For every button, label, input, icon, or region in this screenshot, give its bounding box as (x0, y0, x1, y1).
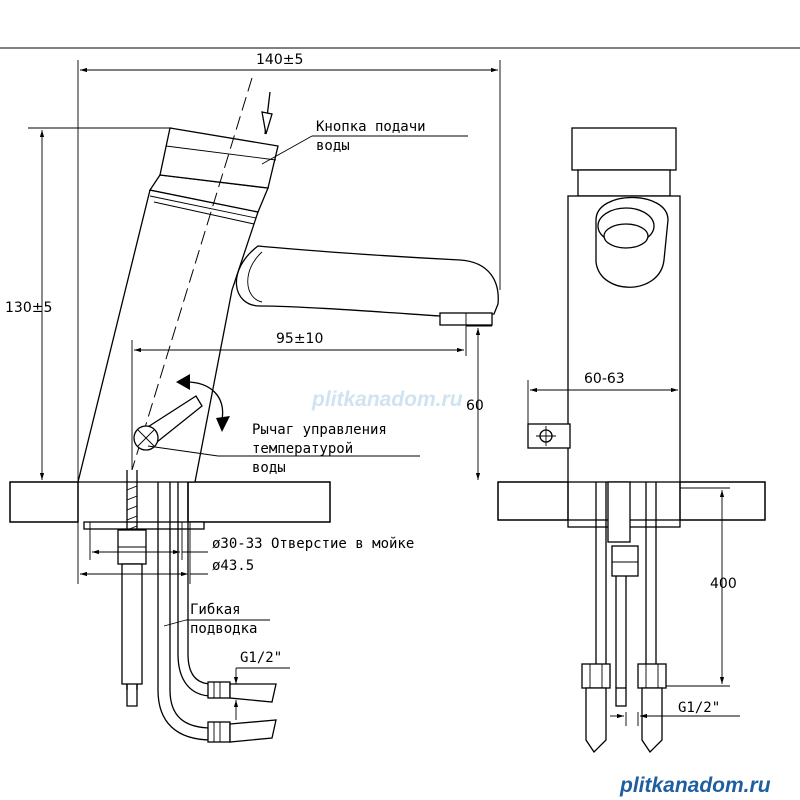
dim-thread-side: G1/2" (678, 700, 720, 716)
dim-hose-length: 400 (710, 576, 737, 592)
push-button (159, 127, 279, 189)
mounting-washer (83, 521, 205, 530)
watermark-corner: plitkanadom.ru (619, 774, 771, 797)
callout-lever-line2: температурой (252, 441, 353, 457)
push-direction-arrow (261, 111, 273, 135)
side-view: 60-63 400 (497, 127, 766, 754)
dim-spout-reach: 95±10 (276, 331, 323, 347)
faucet-body (77, 189, 259, 483)
dim-base-diameter: ø43.5 (212, 558, 254, 574)
dim-spout-height: 60 (466, 398, 484, 414)
threaded-stud (117, 470, 147, 707)
dim-hole: ø30-33 Отверстие в мойке (212, 536, 414, 552)
callout-push-button-line1: Кнопка подачи (316, 119, 426, 135)
countertop-left (9, 481, 79, 523)
callout-lever-line1: Рычаг управления (252, 422, 387, 438)
callout-push-button-line2: воды (316, 138, 350, 154)
countertop-right (187, 481, 331, 523)
side-spout (595, 196, 669, 288)
body-axis (131, 77, 253, 471)
spout (235, 245, 499, 317)
dim-body-depth: 60-63 (584, 371, 625, 387)
callout-hose-line2: подводка (190, 621, 257, 637)
front-view: 140±5 130±5 95±10 60 ø30-33 Отверстие в … (5, 52, 501, 743)
callout-hose-line1: Гибкая (190, 602, 241, 618)
rotation-arrow (185, 381, 224, 421)
temperature-lever (133, 395, 203, 451)
watermark-center: plitkanadom.ru (311, 388, 463, 411)
dim-height: 130±5 (5, 300, 52, 316)
side-hoses (581, 481, 667, 754)
dim-thread-front: G1/2" (240, 650, 282, 666)
side-lever-knob (527, 423, 571, 449)
callout-lever-line3: воды (252, 460, 286, 476)
flexible-hoses (157, 482, 277, 743)
side-push-button (571, 127, 677, 171)
side-countertop-left (497, 481, 569, 521)
dim-overall-width: 140±5 (256, 52, 303, 68)
